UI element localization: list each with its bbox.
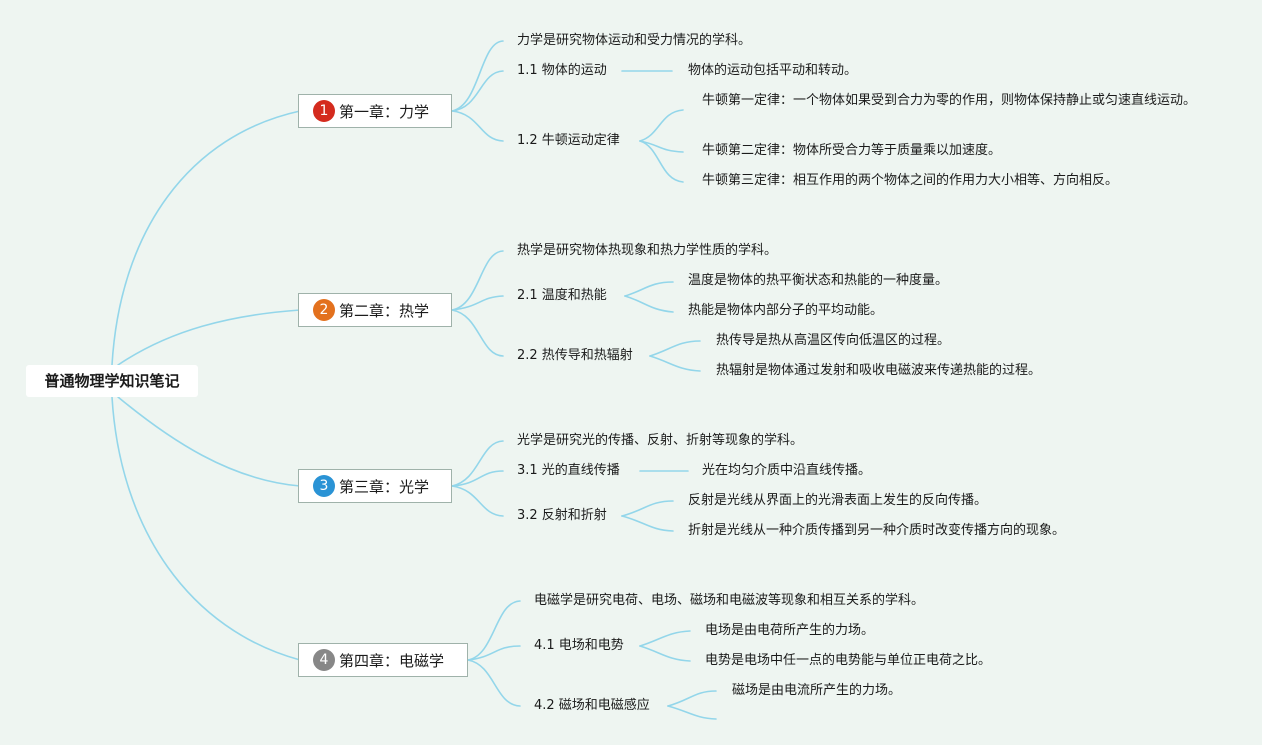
detail-node[interactable]: 牛顿第三定律：相互作用的两个物体之间的作用力大小相等、方向相反。	[702, 173, 1119, 188]
detail-node[interactable]: 磁场是由电流所产生的力场。	[732, 683, 902, 698]
mindmap-root-topic[interactable]: 普通物理学知识笔记	[26, 365, 198, 397]
detail-node[interactable]: 牛顿第二定律：物体所受合力等于质量乘以加速度。	[702, 143, 1002, 158]
detail-node[interactable]: 热能是物体内部分子的平均动能。	[688, 303, 884, 318]
chapter-summary[interactable]: 光学是研究光的传播、反射、折射等现象的学科。	[517, 433, 804, 448]
detail-node[interactable]: 温度是物体的热平衡状态和热能的一种度量。	[688, 273, 949, 288]
detail-node[interactable]: 牛顿第一定律：一个物体如果受到合力为零的作用，则物体保持静止或匀速直线运动。	[702, 93, 1197, 108]
detail-node[interactable]: 反射是光线从界面上的光滑表面上发生的反向传播。	[688, 493, 988, 508]
chapter-summary[interactable]: 热学是研究物体热现象和热力学性质的学科。	[517, 243, 778, 258]
chapter-label: 第二章：热学	[339, 301, 430, 320]
section-node[interactable]: 3.2 反射和折射	[517, 508, 607, 523]
chapter-node-electromagnetism[interactable]: 4 第四章：电磁学	[298, 643, 468, 677]
section-node[interactable]: 4.2 磁场和电磁感应	[534, 698, 650, 713]
chapter-summary[interactable]: 电磁学是研究电荷、电场、磁场和电磁波等现象和相互关系的学科。	[534, 593, 925, 608]
detail-node[interactable]: 热传导是热从高温区传向低温区的过程。	[716, 333, 951, 348]
number-badge-icon: 2	[313, 299, 335, 321]
chapter-node-thermodynamics[interactable]: 2 第二章：热学	[298, 293, 452, 327]
chapter-summary[interactable]: 力学是研究物体运动和受力情况的学科。	[517, 33, 752, 48]
chapter-node-optics[interactable]: 3 第三章：光学	[298, 469, 452, 503]
chapter-label: 第三章：光学	[339, 477, 430, 496]
number-badge-icon: 1	[313, 100, 335, 122]
number-badge-icon: 4	[313, 649, 335, 671]
section-node[interactable]: 3.1 光的直线传播	[517, 463, 620, 478]
chapter-node-mechanics[interactable]: 1 第一章：力学	[298, 94, 452, 128]
section-node[interactable]: 4.1 电场和电势	[534, 638, 624, 653]
detail-node[interactable]: 折射是光线从一种介质传播到另一种介质时改变传播方向的现象。	[688, 523, 1066, 538]
detail-node[interactable]: 电场是由电荷所产生的力场。	[705, 623, 875, 638]
section-node[interactable]: 1.2 牛顿运动定律	[517, 133, 620, 148]
chapter-label: 第四章：电磁学	[339, 651, 445, 670]
section-node[interactable]: 1.1 物体的运动	[517, 63, 607, 78]
detail-node[interactable]: 物体的运动包括平动和转动。	[688, 63, 858, 78]
chapter-label: 第一章：力学	[339, 102, 430, 121]
number-badge-icon: 3	[313, 475, 335, 497]
detail-node[interactable]: 电势是电场中任一点的电势能与单位正电荷之比。	[705, 653, 992, 668]
detail-node[interactable]: 热辐射是物体通过发射和吸收电磁波来传递热能的过程。	[716, 363, 1042, 378]
detail-node[interactable]: 光在均匀介质中沿直线传播。	[702, 463, 872, 478]
section-node[interactable]: 2.1 温度和热能	[517, 288, 607, 303]
section-node[interactable]: 2.2 热传导和热辐射	[517, 348, 633, 363]
